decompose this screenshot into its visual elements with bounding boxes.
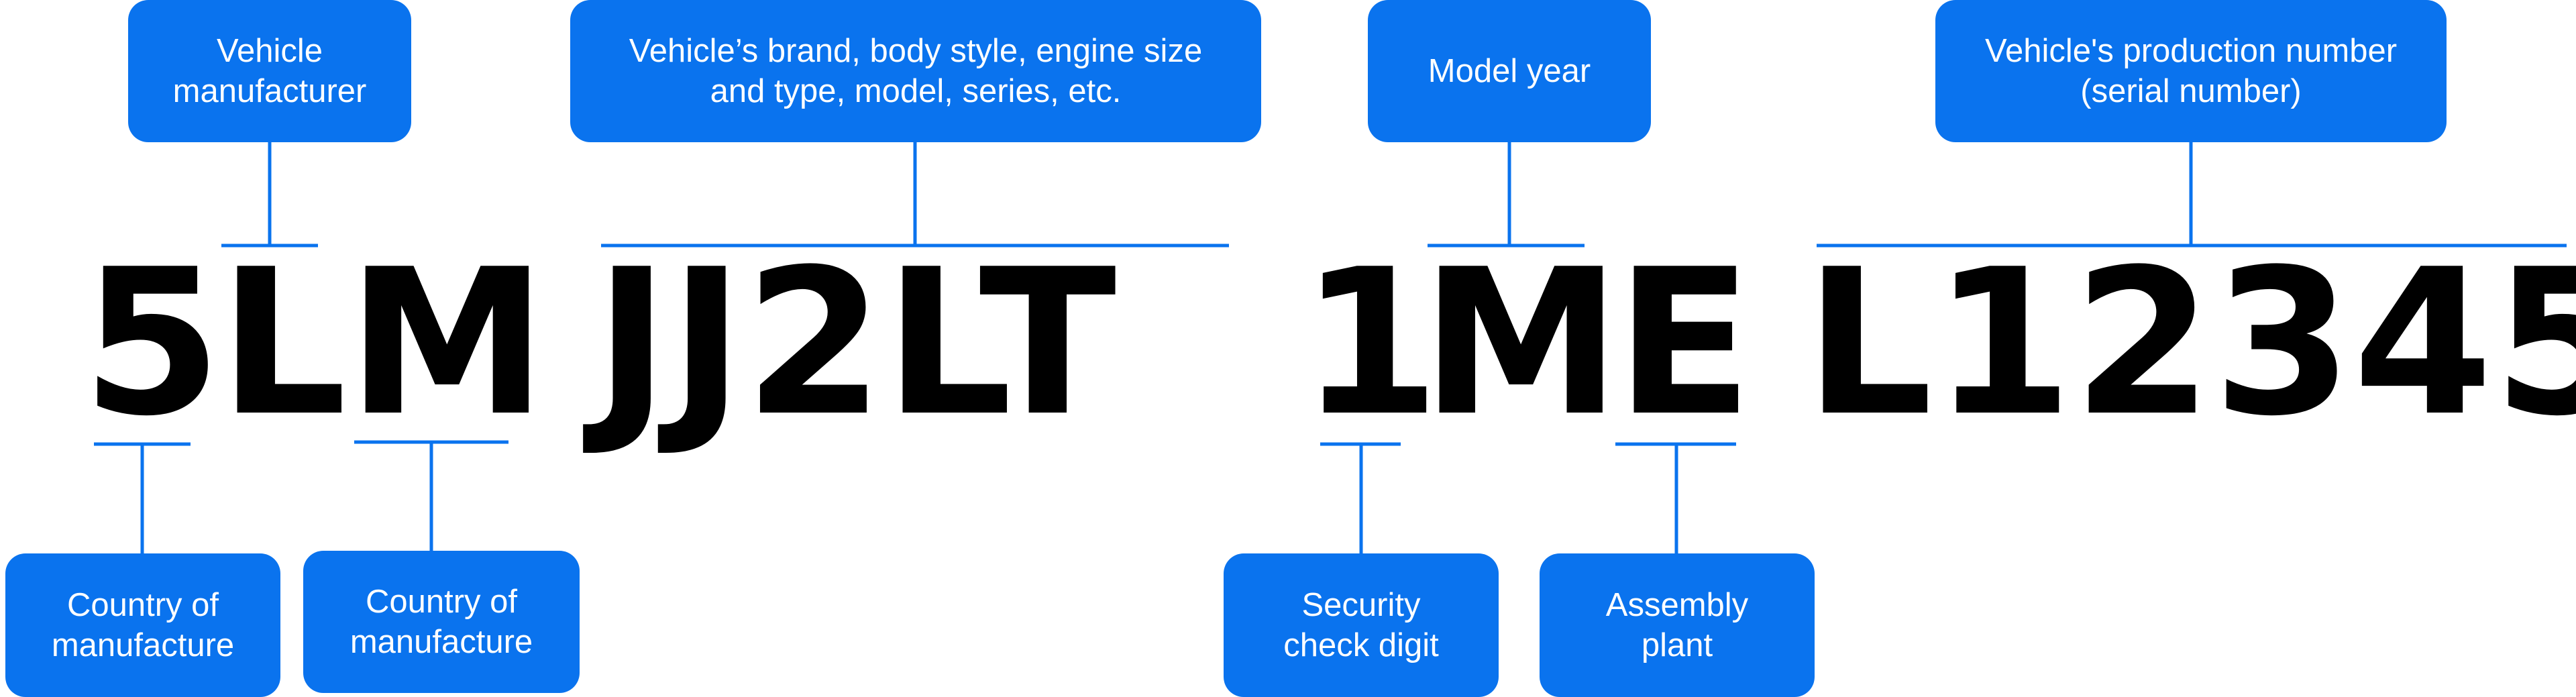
callout-production-number: Vehicle's production number (serial numb…: [1935, 0, 2447, 142]
vin-group-check-digit: 1: [1300, 226, 1440, 460]
callout-model-year-text: Model year: [1428, 53, 1591, 89]
callout-vehicle-manufacturer-text: Vehicle manufacturer: [172, 33, 367, 109]
vin-group-model-year: M: [1421, 226, 1621, 460]
vin-group-assembly-plant: E: [1615, 226, 1753, 460]
callout-production-number-text: Vehicle's production number (serial numb…: [1984, 33, 2398, 109]
callout-vehicle-attributes: Vehicle’s brand, body style, engine size…: [570, 0, 1261, 142]
callout-vehicle-manufacturer: Vehicle manufacturer: [128, 0, 411, 142]
callout-security-check-digit: Security check digit: [1224, 553, 1499, 697]
callout-vehicle-attributes-text: Vehicle’s brand, body style, engine size…: [629, 33, 1203, 109]
vin-group-attributes: JJ2LT: [594, 226, 1117, 460]
callout-model-year: Model year: [1368, 0, 1651, 142]
vin-group-country: 5: [82, 226, 222, 460]
callout-assembly-plant: Assembly plant: [1540, 553, 1815, 697]
callout-country-of-manufacture-1: Country of manufacture: [5, 553, 280, 697]
callout-assembly-plant-text: Assembly plant: [1605, 587, 1749, 663]
callout-country-of-manufacture-1-text: Country of manufacture: [51, 587, 235, 663]
callout-country-of-manufacture-2-text: Country of manufacture: [350, 584, 533, 660]
vin-group-manufacturer: LM: [219, 226, 547, 460]
callout-country-of-manufacture-2: Country of manufacture: [303, 551, 580, 693]
callout-security-check-digit-text: Security check digit: [1283, 587, 1439, 663]
vin-group-serial: L12345: [1805, 226, 2576, 460]
